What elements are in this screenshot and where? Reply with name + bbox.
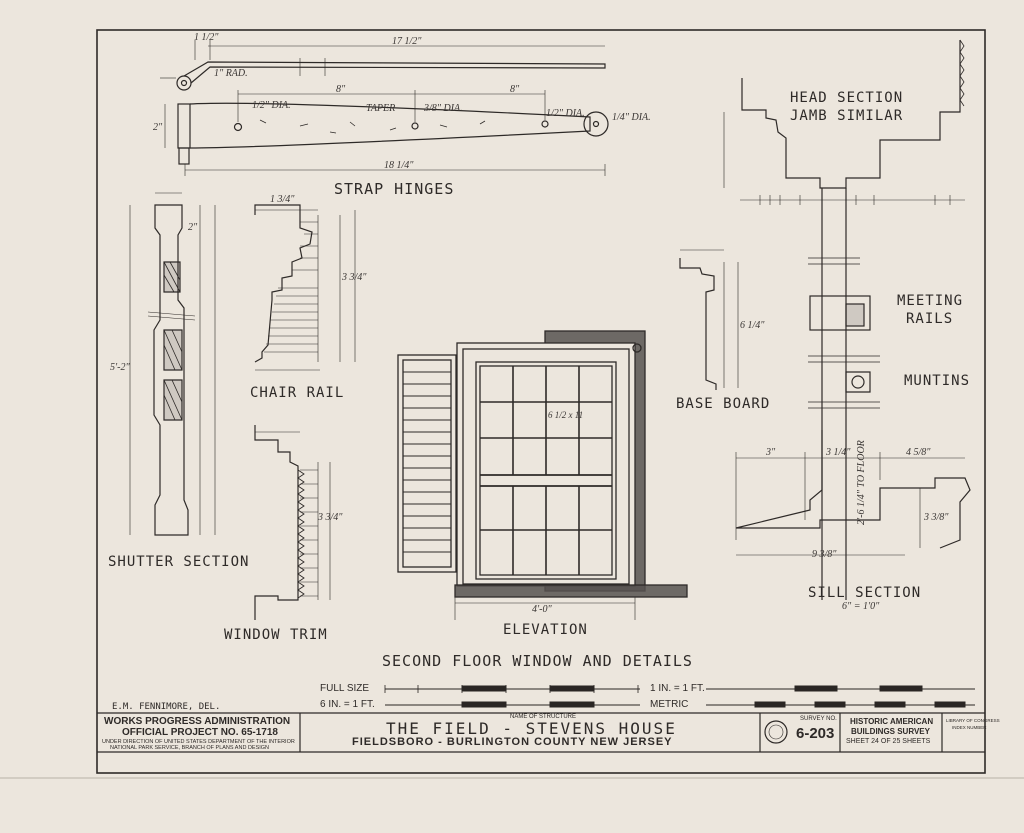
- survey-caption: SURVEY NO.: [800, 716, 837, 722]
- structure-name: THE FIELD - STEVENS HOUSE: [386, 719, 677, 738]
- dim-sill-3: 3": [766, 447, 776, 458]
- dim-hinge-total: 18 1/4": [384, 160, 414, 171]
- dim-hinge-dia4: 1/4" DIA.: [612, 112, 651, 123]
- label-jamb-similar: JAMB SIMILAR: [790, 108, 904, 124]
- structure-location: FIELDSBORO - BURLINGTON COUNTY NEW JERSE…: [352, 736, 673, 748]
- label-sill-section: SILL SECTION: [808, 585, 922, 601]
- label-window-trim: WINDOW TRIM: [224, 627, 328, 643]
- structure-caption: NAME OF STRUCTURE: [510, 714, 576, 720]
- strap-hinge-top-view: [160, 40, 606, 91]
- chair-rail-profile: [254, 204, 356, 371]
- label-elevation: ELEVATION: [503, 622, 588, 638]
- dim-sill-3-4: 3 1/4": [826, 447, 851, 458]
- habs-line-2: BUILDINGS SURVEY: [851, 727, 930, 736]
- loc-line-1: LIBRARY OF CONGRESS: [946, 718, 1000, 723]
- scale-1in: 1 IN. = 1 FT.: [650, 683, 705, 694]
- dim-hinge-taper: TAPER: [366, 103, 396, 114]
- dim-elevation-width: 4'-0": [532, 604, 552, 615]
- dim-hinge-dia1: 1/2" DIA.: [252, 100, 291, 111]
- dim-hinge-dia2: 3/8" DIA.: [424, 103, 463, 114]
- dim-hinge-1-half: 1 1/2": [194, 32, 219, 43]
- dim-shutter-2: 2": [188, 222, 198, 233]
- agency-line-3: UNDER DIRECTION OF UNITED STATES DEPARTM…: [102, 739, 295, 745]
- dim-hinge-2: 2": [153, 122, 163, 133]
- dim-chair-rail-height: 3 3/4": [342, 272, 367, 283]
- delineator: E.M. FENNIMORE, DEL.: [112, 702, 221, 712]
- label-rails: RAILS: [906, 311, 954, 327]
- dim-hinge-len-top: 17 1/2": [392, 36, 422, 47]
- dim-window-trim-height: 3 3/4": [318, 512, 343, 523]
- dim-sill-3-8: 3 3/8": [924, 512, 949, 523]
- meeting-rails-muntins: [808, 257, 880, 409]
- scale-bars: [384, 685, 975, 708]
- dim-sill-4-5: 4 5/8": [906, 447, 931, 458]
- survey-number: 6-203: [796, 725, 835, 742]
- scale-full-size: FULL SIZE: [320, 683, 370, 694]
- dim-hinge-8b: 8": [510, 84, 520, 95]
- dim-hinge-8a: 8": [336, 84, 346, 95]
- label-shutter-section: SHUTTER SECTION: [108, 554, 250, 570]
- shutter-louvers: [397, 354, 457, 573]
- window-trim-profile: [254, 425, 331, 620]
- scale-metric: METRIC: [650, 699, 689, 710]
- sill-section-profile: [735, 430, 971, 556]
- dim-pane-size: 6 1/2 x 11: [548, 410, 584, 420]
- dim-sill-9: 9 3/8": [812, 549, 837, 560]
- dim-shutter-height: 5'-2": [110, 362, 130, 373]
- window-elevation: [397, 330, 688, 620]
- base-board-profile: [679, 249, 739, 390]
- label-sill-scale: 6" = 1'0": [842, 601, 880, 612]
- agency-line-1: WORKS PROGRESS ADMINISTRATION: [104, 716, 291, 727]
- sheet-border: [96, 29, 986, 774]
- dim-hinge-dia3: 1/2" DIA.: [546, 108, 585, 119]
- strap-hinge-side-view: [164, 90, 609, 176]
- label-strap-hinges: STRAP HINGES: [334, 180, 455, 198]
- label-meeting: MEETING: [897, 293, 964, 309]
- head-section-profile: [723, 39, 965, 600]
- shutter-section: [129, 192, 216, 536]
- label-head-section: HEAD SECTION: [790, 90, 904, 106]
- dim-hinge-rad: 1" RAD.: [214, 68, 248, 79]
- sheet-title: SECOND FLOOR WINDOW AND DETAILS: [382, 652, 693, 670]
- sheet-info: SHEET 24 OF 25 SHEETS: [846, 738, 931, 745]
- dim-base-board-height: 6 1/4": [740, 320, 765, 331]
- dim-sill-floor: 2'-6 1/4" TO FLOOR: [856, 440, 867, 525]
- agency-line-2: OFFICIAL PROJECT NO. 65-1718: [122, 727, 278, 738]
- title-block: [97, 712, 985, 753]
- label-base-board: BASE BOARD: [676, 396, 771, 412]
- habs-seal: [764, 720, 788, 744]
- label-chair-rail: CHAIR RAIL: [250, 385, 345, 401]
- label-muntins: MUNTINS: [904, 373, 971, 389]
- scale-6in: 6 IN. = 1 FT.: [320, 699, 375, 710]
- habs-line-1: HISTORIC AMERICAN: [850, 717, 934, 726]
- dim-chair-rail-top: 1 3/4": [270, 194, 295, 205]
- loc-line-2: INDEX NUMBER: [952, 725, 987, 730]
- agency-line-4: NATIONAL PARK SERVICE, BRANCH OF PLANS A…: [110, 745, 270, 751]
